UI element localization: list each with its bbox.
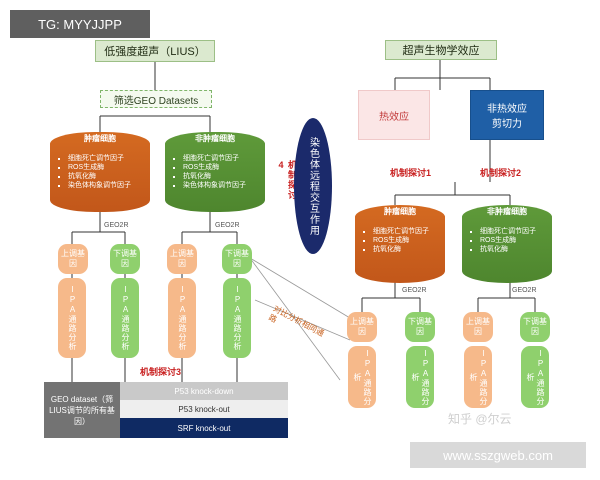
ipa-pill-2: IPA通路分析 — [111, 278, 139, 358]
tumor-cylinder-left-title: 肿瘤细胞 — [84, 134, 116, 143]
tumor-gene-list: 细胞死亡调节因子 ROS生成酶 抗氧化酶 染色体构象调节因子 — [58, 154, 131, 190]
nontumor-cylinder-left-title: 非肿瘤细胞 — [195, 134, 235, 143]
nonthermal-text: 非热效应 — [487, 104, 527, 115]
down-gene-pill-1: 下调基因 — [110, 244, 140, 274]
gene-item: 染色体构象调节因子 — [68, 181, 131, 190]
zhihu-watermark: 知乎 @尔云 — [448, 412, 512, 426]
tumor-right-gene-list: 细胞死亡调节因子 ROS生成酶 抗氧化酶 — [363, 227, 429, 254]
up-gene-pill-2: 上调基因 — [167, 244, 197, 274]
thermal-text: 热效应 — [379, 111, 409, 123]
nontumor-cylinder-right-title: 非肿瘤细胞 — [487, 207, 527, 216]
down-gene-pill-2: 下调基因 — [222, 244, 252, 274]
gene-item: 细胞死亡调节因子 — [480, 227, 536, 236]
chromatin-text: 染色体远程交互作用 — [307, 136, 319, 236]
geo2r-label-left-2: GEO2R — [215, 222, 240, 229]
gene-item: 抗氧化酶 — [183, 172, 246, 181]
mech3-label: 机制探讨3 — [140, 367, 182, 377]
watermark-site: www.sszgweb.com — [410, 442, 586, 468]
ipa-pill-r2: IPA通路分析 — [406, 346, 434, 408]
gene-item: 染色体构象调节因子 — [183, 181, 246, 190]
up-gene-pill-r2: 上调基因 — [463, 312, 493, 342]
geo2r-label-right-1: GEO2R — [402, 287, 427, 294]
nontumor-right-gene-list: 细胞死亡调节因子 ROS生成酶 抗氧化酶 — [470, 227, 536, 254]
down-gene-pill-r1: 下调基因 — [405, 312, 435, 342]
up-gene-pill-1: 上调基因 — [58, 244, 88, 274]
thermal-box: 热效应 — [358, 90, 430, 140]
gene-item: 抗氧化酶 — [480, 245, 536, 254]
ipa-pill-1: IPA通路分析 — [58, 278, 86, 358]
gene-item: 细胞死亡调节因子 — [373, 227, 429, 236]
chromatin-oval: 染色体远程交互作用 — [294, 118, 332, 254]
gene-item: ROS生成酶 — [68, 163, 131, 172]
mech1-label: 机制探讨1 — [390, 168, 432, 178]
screen-geo-box: 筛选GEO Datasets — [100, 90, 212, 108]
ko-row-2: P53 knock-out — [120, 400, 288, 418]
ko-row-3: SRF knock-out — [120, 418, 288, 438]
ipa-pill-r1: IPA通路分析 — [348, 346, 376, 408]
ipa-pill-r4: IPA通路分析 — [521, 346, 549, 408]
gene-item: ROS生成酶 — [373, 236, 429, 245]
gene-item: 抗氧化酶 — [68, 172, 131, 181]
mech2-label: 机制探讨2 — [480, 168, 522, 178]
lius-title-box: 低强度超声（LIUS） — [95, 40, 215, 62]
nontumor-cylinder-left: 非肿瘤细胞 细胞死亡调节因子 ROS生成酶 抗氧化酶 染色体构象调节因子 — [165, 132, 265, 212]
ko-row-1: P53 knock-down — [120, 382, 288, 400]
ipa-pill-3: IPA通路分析 — [168, 278, 196, 358]
watermark-tg: TG: MYYJJPP — [10, 10, 150, 38]
tumor-cylinder-left: 肿瘤细胞 细胞死亡调节因子 ROS生成酶 抗氧化酶 染色体构象调节因子 — [50, 132, 150, 212]
down-gene-pill-r2: 下调基因 — [520, 312, 550, 342]
nontumor-cylinder-right: 非肿瘤细胞 细胞死亡调节因子 ROS生成酶 抗氧化酶 — [462, 205, 552, 283]
geo2r-label-left-1: GEO2R — [104, 222, 129, 229]
geo-dataset-text: GEO dataset（筛LIUS调节的所有基因） — [49, 394, 115, 426]
tumor-cylinder-right: 肿瘤细胞 细胞死亡调节因子 ROS生成酶 抗氧化酶 — [355, 205, 445, 283]
bio-effect-box: 超声生物学效应 — [385, 40, 497, 60]
gene-item: 抗氧化酶 — [373, 245, 429, 254]
geo-dataset-box: GEO dataset（筛LIUS调节的所有基因） — [44, 382, 120, 438]
nontumor-gene-list: 细胞死亡调节因子 ROS生成酶 抗氧化酶 染色体构象调节因子 — [173, 154, 246, 190]
mech4-label: 机制探讨4 — [276, 160, 297, 200]
gene-item: ROS生成酶 — [183, 163, 246, 172]
shear-text: 剪切力 — [492, 119, 522, 130]
gene-item: ROS生成酶 — [480, 236, 536, 245]
ipa-pill-4: IPA通路分析 — [223, 278, 251, 358]
geo2r-label-right-2: GEO2R — [512, 287, 537, 294]
gene-item: 细胞死亡调节因子 — [183, 154, 246, 163]
gene-item: 细胞死亡调节因子 — [68, 154, 131, 163]
nonthermal-box: 非热效应 剪切力 — [470, 90, 544, 140]
tumor-cylinder-right-title: 肿瘤细胞 — [384, 207, 416, 216]
up-gene-pill-r1: 上调基因 — [347, 312, 377, 342]
ipa-pill-r3: IPA通路分析 — [464, 346, 492, 408]
